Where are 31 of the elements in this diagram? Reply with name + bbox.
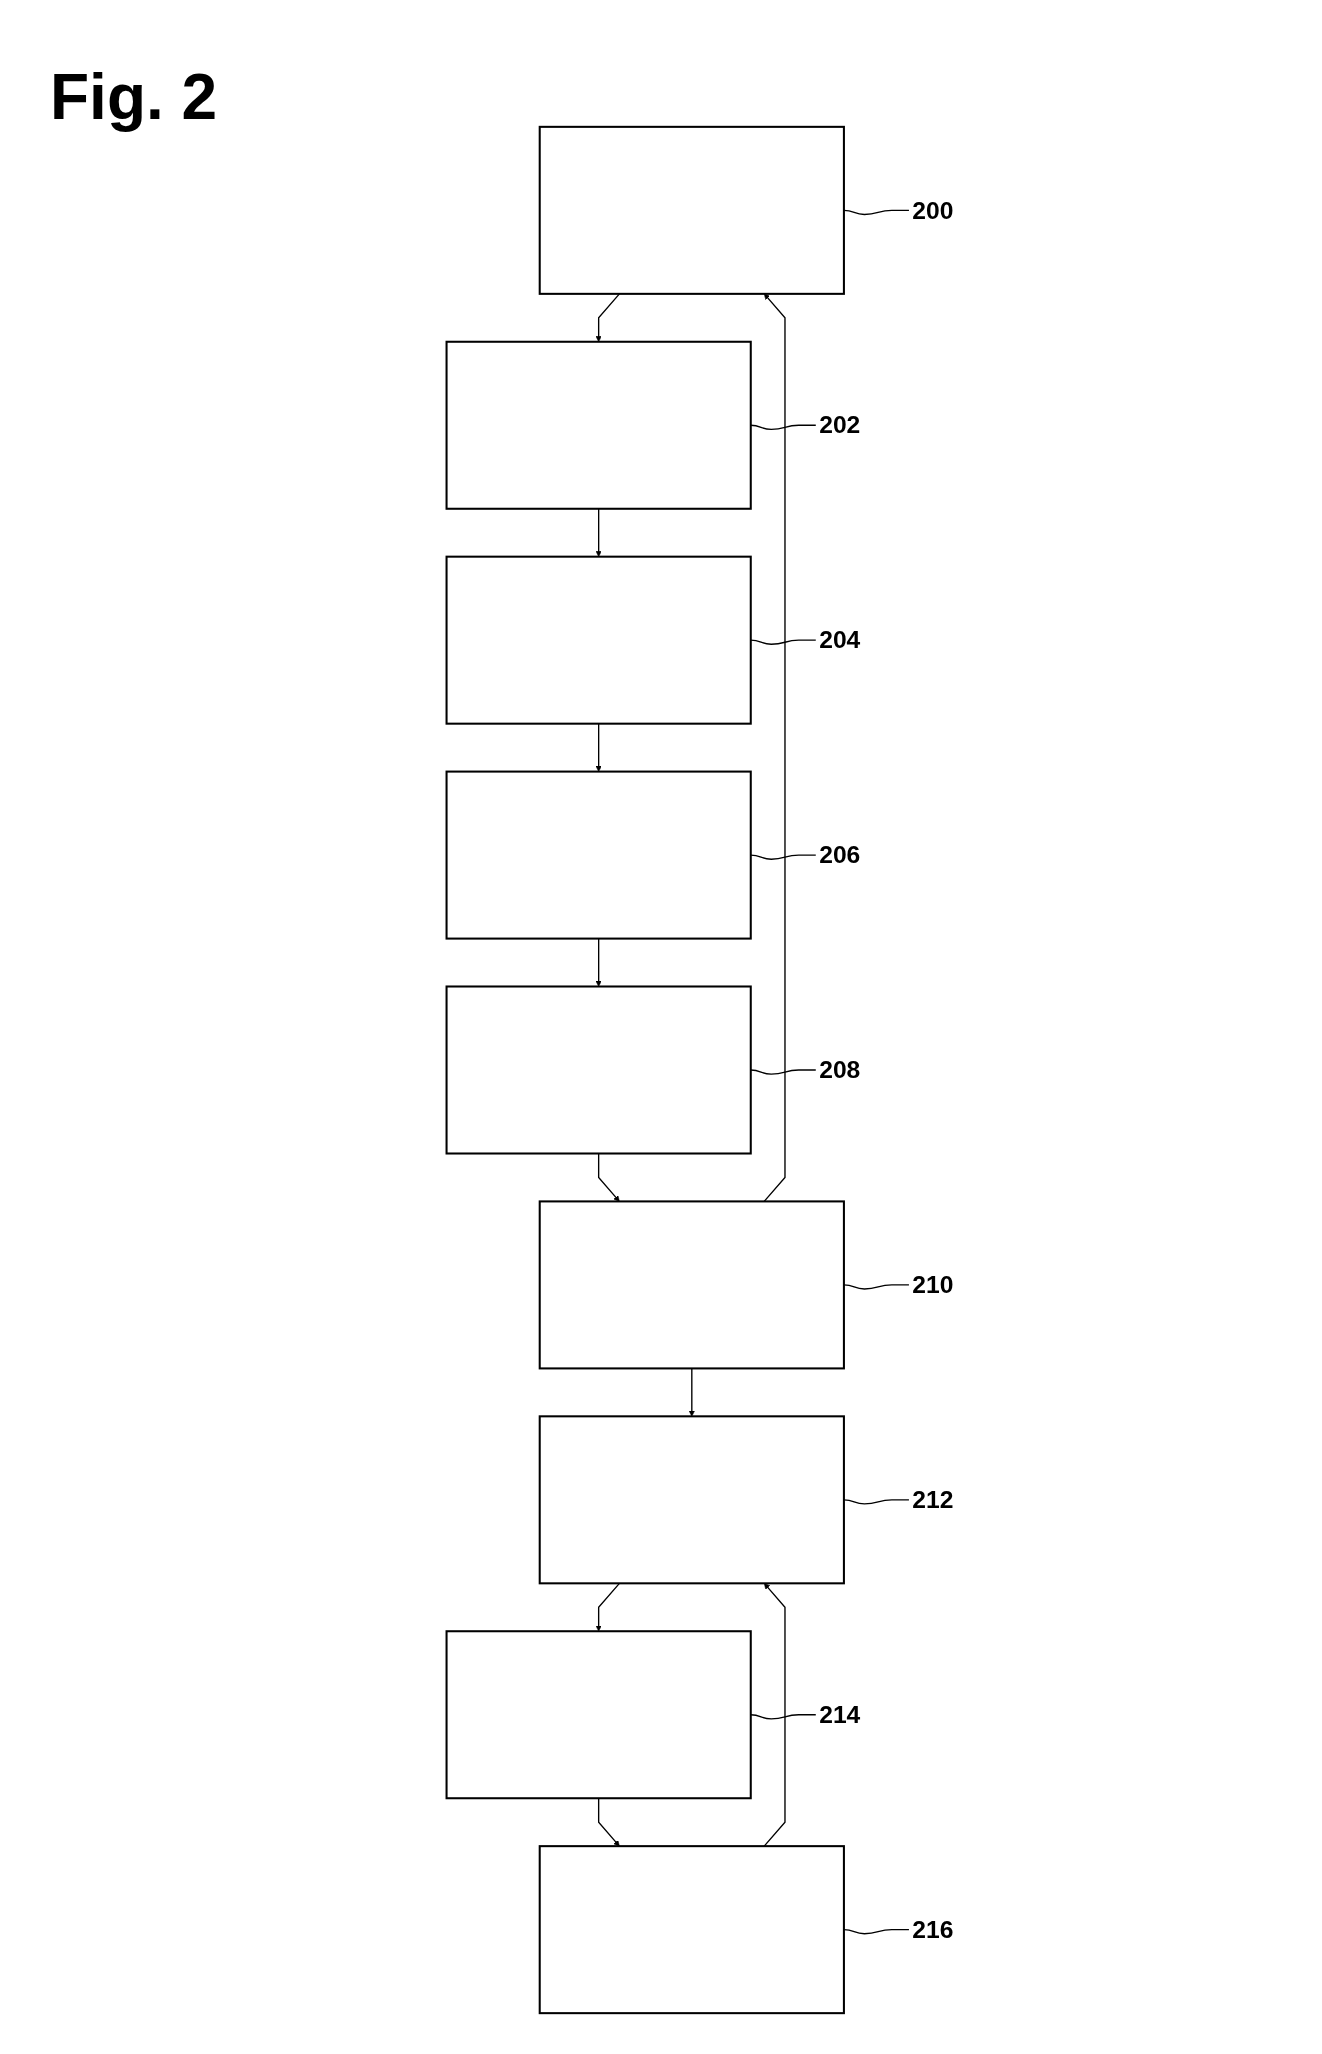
arrow: [595, 723, 602, 772]
process-box: [445, 340, 752, 510]
leader-line: [750, 639, 817, 645]
reference-numeral: 202: [819, 411, 861, 439]
leader-line: [750, 1714, 817, 1720]
figure-title: Fig. 2: [50, 60, 218, 134]
leader-line: [843, 1499, 910, 1505]
process-box: [445, 1630, 752, 1800]
leader-line: [843, 1928, 910, 1935]
arrow: [595, 508, 602, 557]
process-box: [538, 1415, 845, 1585]
reference-numeral: 204: [819, 626, 861, 654]
process-box: [445, 985, 752, 1155]
process-box: [445, 770, 752, 940]
process-box: [538, 1200, 845, 1370]
arrow: [763, 1583, 786, 1847]
reference-numeral: 210: [912, 1271, 954, 1299]
process-box: [445, 555, 752, 725]
reference-numeral: 214: [819, 1700, 861, 1728]
process-box: [538, 125, 845, 295]
reference-numeral: 208: [819, 1056, 861, 1084]
leader-line: [750, 1069, 817, 1075]
reference-numeral: 212: [912, 1486, 954, 1514]
leader-line: [843, 1284, 910, 1290]
leader-line: [750, 424, 817, 431]
leader-line: [750, 854, 817, 860]
process-box: [538, 1845, 845, 2015]
reference-numeral: 216: [912, 1915, 954, 1943]
reference-numeral: 200: [912, 196, 954, 224]
leader-line: [843, 209, 910, 216]
reference-numeral: 206: [819, 841, 861, 869]
